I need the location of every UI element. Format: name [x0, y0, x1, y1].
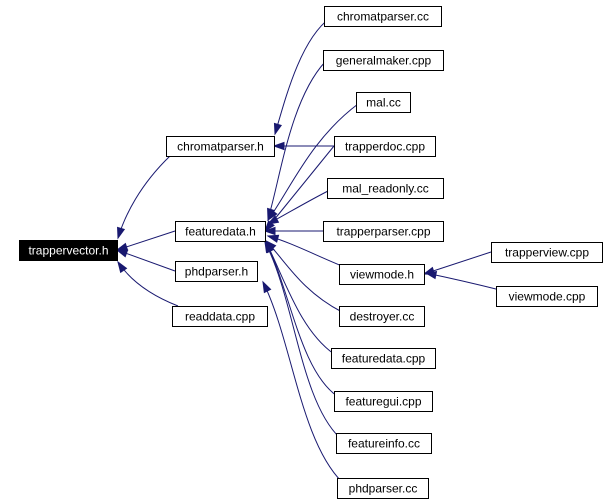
nodes-layer: trappervector.h chromatparser.h featuredat…: [19, 6, 603, 499]
node-mal-readonly-cc[interactable]: mal_readonly.cc: [327, 178, 444, 199]
node-label: mal.cc: [366, 96, 401, 110]
node-trapperview-cpp[interactable]: trapperview.cpp: [491, 242, 603, 263]
arrowhead-chromatparser-h: [272, 141, 285, 151]
arrowhead-chromatparser-h: [273, 122, 282, 136]
node-label: viewmode.cpp: [509, 290, 586, 304]
node-chromatparser-cc[interactable]: chromatparser.cc: [324, 6, 442, 27]
node-label: trappervector.h: [28, 244, 108, 258]
node-label: viewmode.h: [350, 268, 414, 282]
arrowhead-featuredata-h: [263, 226, 276, 236]
node-box: [323, 50, 444, 71]
node-phdparser-cc[interactable]: phdparser.cc: [337, 478, 429, 499]
node-box: [327, 178, 444, 199]
node-label: mal_readonly.cc: [342, 182, 428, 196]
edge-mal-cc-to-featuredata-h: [267, 103, 359, 221]
node-box: [175, 261, 258, 282]
node-label: destroyer.cc: [350, 310, 415, 324]
node-label: featuregui.cpp: [345, 395, 421, 409]
arrowhead-trappervector-h: [115, 249, 129, 258]
node-label: featuredata.cpp: [342, 352, 426, 366]
node-trappervector-h[interactable]: trappervector.h: [19, 240, 118, 261]
node-label: generalmaker.cpp: [336, 54, 432, 68]
arrowhead-phdparser-h: [262, 280, 272, 294]
node-label: trapperview.cpp: [505, 246, 589, 260]
arrowhead-trappervector-h: [115, 242, 129, 251]
node-viewmode-h[interactable]: viewmode.h: [339, 264, 425, 285]
node-box: [175, 221, 266, 242]
node-box: [491, 242, 603, 263]
node-label: readdata.cpp: [185, 310, 255, 324]
edge-phdparser-cc-to-phdparser-h: [262, 281, 343, 483]
node-chromatparser-h[interactable]: chromatparser.h: [166, 136, 275, 157]
edge-trapperdoc-cpp-to-featuredata-h: [264, 145, 335, 232]
node-label: featureinfo.cc: [348, 437, 420, 451]
node-box: [334, 391, 433, 412]
node-featuredata-h[interactable]: featuredata.h: [175, 221, 266, 242]
node-label: trapperparser.cpp: [336, 225, 430, 239]
edge-viewmode-cpp-to-viewmode-h: [425, 272, 501, 291]
node-label: trapperdoc.cpp: [345, 140, 425, 154]
edge-featureinfo-cc-to-featuredata-h: [264, 241, 341, 439]
node-label: featuredata.h: [185, 225, 256, 239]
node-trapperdoc-cpp[interactable]: trapperdoc.cpp: [334, 136, 436, 157]
node-featuredata-cpp[interactable]: featuredata.cpp: [331, 348, 436, 369]
node-generalmaker-cpp[interactable]: generalmaker.cpp: [323, 50, 444, 71]
edge-trapperview-cpp-to-viewmode-h: [423, 251, 492, 275]
node-featuregui-cpp[interactable]: featuregui.cpp: [334, 391, 433, 412]
edge-generalmaker-cpp-to-featuredata-h: [267, 61, 326, 220]
node-box: [166, 136, 275, 157]
edges-layer: [115, 17, 501, 483]
arrowhead-featuredata-h: [264, 240, 274, 254]
edge-featuregui-cpp-to-featuredata-h: [265, 241, 338, 397]
node-mal-cc[interactable]: mal.cc: [356, 92, 411, 113]
node-viewmode-cpp[interactable]: viewmode.cpp: [496, 286, 598, 307]
node-box: [496, 286, 598, 307]
node-label: phdparser.cc: [349, 482, 418, 496]
node-label: chromatparser.h: [177, 140, 264, 154]
arrowhead-featuredata-h: [267, 209, 278, 222]
arrowhead-featuredata-h: [266, 215, 280, 225]
node-label: chromatparser.cc: [337, 10, 429, 24]
arrowhead-trappervector-h: [117, 226, 126, 240]
node-box: [334, 136, 436, 157]
edge-chromatparser-h-to-trappervector-h: [117, 155, 171, 239]
node-trapperparser-cpp[interactable]: trapperparser.cpp: [323, 221, 444, 242]
arrowhead-trappervector-h: [117, 260, 128, 274]
node-destroyer-cc[interactable]: destroyer.cc: [339, 306, 425, 327]
node-box: [339, 264, 425, 285]
node-box: [339, 306, 425, 327]
node-box: [336, 433, 432, 454]
edge-destroyer-cc-to-featuredata-h: [265, 240, 343, 313]
node-featureinfo-cc[interactable]: featureinfo.cc: [336, 433, 432, 454]
edge-chromatparser-cc-to-chromatparser-h: [274, 17, 331, 135]
node-box: [324, 6, 442, 27]
arrowhead-viewmode-h: [424, 271, 438, 280]
node-label: phdparser.h: [185, 265, 248, 279]
node-box: [331, 348, 436, 369]
node-box: [172, 306, 268, 327]
node-box: [19, 240, 118, 261]
node-phdparser-h[interactable]: phdparser.h: [175, 261, 258, 282]
node-box: [356, 92, 411, 113]
node-box: [323, 221, 444, 242]
arrowhead-featuredata-h: [266, 234, 280, 243]
node-readdata-cpp[interactable]: readdata.cpp: [172, 306, 268, 327]
node-box: [337, 478, 429, 499]
